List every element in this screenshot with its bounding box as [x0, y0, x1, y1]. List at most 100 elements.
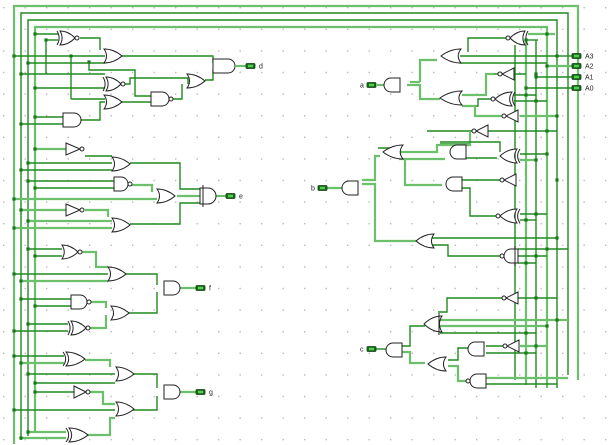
- grid-dot: [433, 71, 435, 74]
- grid-dot: [218, 244, 220, 246]
- grid-dot: [239, 266, 241, 268]
- grid-dot: [583, 223, 585, 225]
- output-pin-a[interactable]: a: [360, 82, 377, 90]
- grid-dot: [218, 266, 220, 268]
- grid-dot: [67, 309, 69, 311]
- output-pin-c[interactable]: c: [360, 346, 377, 354]
- input-pin-a0[interactable]: A0: [571, 85, 594, 93]
- grid-dot: [218, 331, 220, 333]
- inversion-bubble: [120, 81, 126, 87]
- not-gate-body: [65, 203, 82, 217]
- grid-dot: [239, 71, 241, 74]
- input-pin-a1-label: A1: [585, 75, 594, 82]
- grid-dot: [304, 28, 306, 30]
- grid-dot: [110, 28, 112, 30]
- wire-junction: [87, 60, 91, 64]
- grid-dot: [46, 115, 48, 117]
- and-gate: [163, 280, 181, 296]
- output-pin-b[interactable]: b: [311, 185, 328, 193]
- gate-body: [383, 77, 401, 93]
- grid-dot: [218, 50, 220, 52]
- grid-dot: [540, 136, 542, 138]
- grid-dot: [24, 439, 26, 441]
- grid-dot: [282, 115, 284, 117]
- grid-dot: [110, 287, 112, 290]
- grid-dot: [304, 309, 306, 311]
- xor-back-curve: [102, 76, 106, 92]
- output-pin-a-indicator: [369, 83, 374, 87]
- output-pin-f[interactable]: f: [195, 285, 211, 293]
- grid-dot: [67, 417, 69, 419]
- grid-dot: [347, 179, 349, 182]
- grid-dot: [132, 7, 134, 9]
- grid-dot: [390, 439, 392, 441]
- inversion-bubble: [497, 71, 503, 77]
- grid-dot: [304, 7, 306, 9]
- grid-dot: [153, 417, 155, 419]
- and-gate: [163, 384, 181, 400]
- input-pin-a3[interactable]: A3: [571, 53, 594, 61]
- grid-dot: [46, 201, 48, 203]
- grid-dot: [239, 136, 241, 138]
- grid-dot: [110, 331, 112, 333]
- grid-dot: [67, 223, 69, 225]
- grid-dot: [196, 179, 198, 182]
- xnor-gate: [495, 208, 521, 224]
- not-gate: [471, 124, 489, 138]
- wire-junction: [534, 344, 538, 348]
- wire: [440, 141, 501, 152]
- not-gate: [65, 142, 85, 156]
- grid-dot: [583, 179, 585, 182]
- grid-dot: [562, 266, 564, 268]
- grid-dot: [239, 28, 241, 30]
- grid-dot: [46, 136, 48, 138]
- grid-dot: [196, 71, 198, 74]
- wire: [448, 364, 468, 383]
- wire: [88, 62, 152, 97]
- grid-dot: [519, 158, 521, 160]
- input-pin-a2[interactable]: A2: [571, 63, 594, 71]
- xor-back-curve: [62, 351, 67, 367]
- grid-dot: [153, 374, 155, 376]
- or-gate: [427, 356, 447, 372]
- wire-junction: [534, 72, 538, 76]
- wire: [403, 158, 442, 187]
- inversion-bubble: [85, 325, 91, 331]
- grid-dot: [24, 158, 26, 160]
- grid-dot: [583, 71, 585, 74]
- output-pin-d[interactable]: d: [245, 63, 263, 71]
- inversion-bubble: [495, 213, 501, 219]
- grid-dot: [390, 115, 392, 117]
- grid-dot: [132, 93, 134, 95]
- input-pin-a1[interactable]: A1: [571, 74, 594, 82]
- grid-dot: [46, 395, 48, 398]
- grid-dot: [390, 395, 392, 398]
- grid-dot: [304, 395, 306, 398]
- wire-junction: [12, 272, 16, 276]
- grid-dot: [583, 374, 585, 376]
- grid-dot: [261, 7, 263, 9]
- grid-dot: [454, 439, 456, 441]
- xnor-gate: [505, 30, 529, 46]
- inversion-bubble: [168, 96, 174, 102]
- grid-dot: [562, 352, 564, 354]
- grid-dot: [132, 50, 134, 52]
- not-gate-body: [505, 339, 520, 353]
- grid-dot: [411, 223, 413, 225]
- grid-dot: [540, 158, 542, 160]
- grid-dot: [46, 287, 48, 290]
- wire-junction: [26, 219, 30, 223]
- gate-body: [163, 384, 181, 400]
- grid-dot: [89, 417, 91, 419]
- wire-junction: [555, 54, 559, 58]
- wire: [130, 202, 200, 225]
- grid-dot: [282, 395, 284, 398]
- grid-dot: [368, 331, 370, 333]
- wire-junction: [12, 354, 16, 358]
- output-pin-g[interactable]: g: [195, 389, 213, 397]
- wire-junction: [12, 408, 16, 412]
- output-pin-e[interactable]: e: [225, 193, 243, 201]
- gate-body: [70, 294, 88, 310]
- grid-dot: [368, 439, 370, 441]
